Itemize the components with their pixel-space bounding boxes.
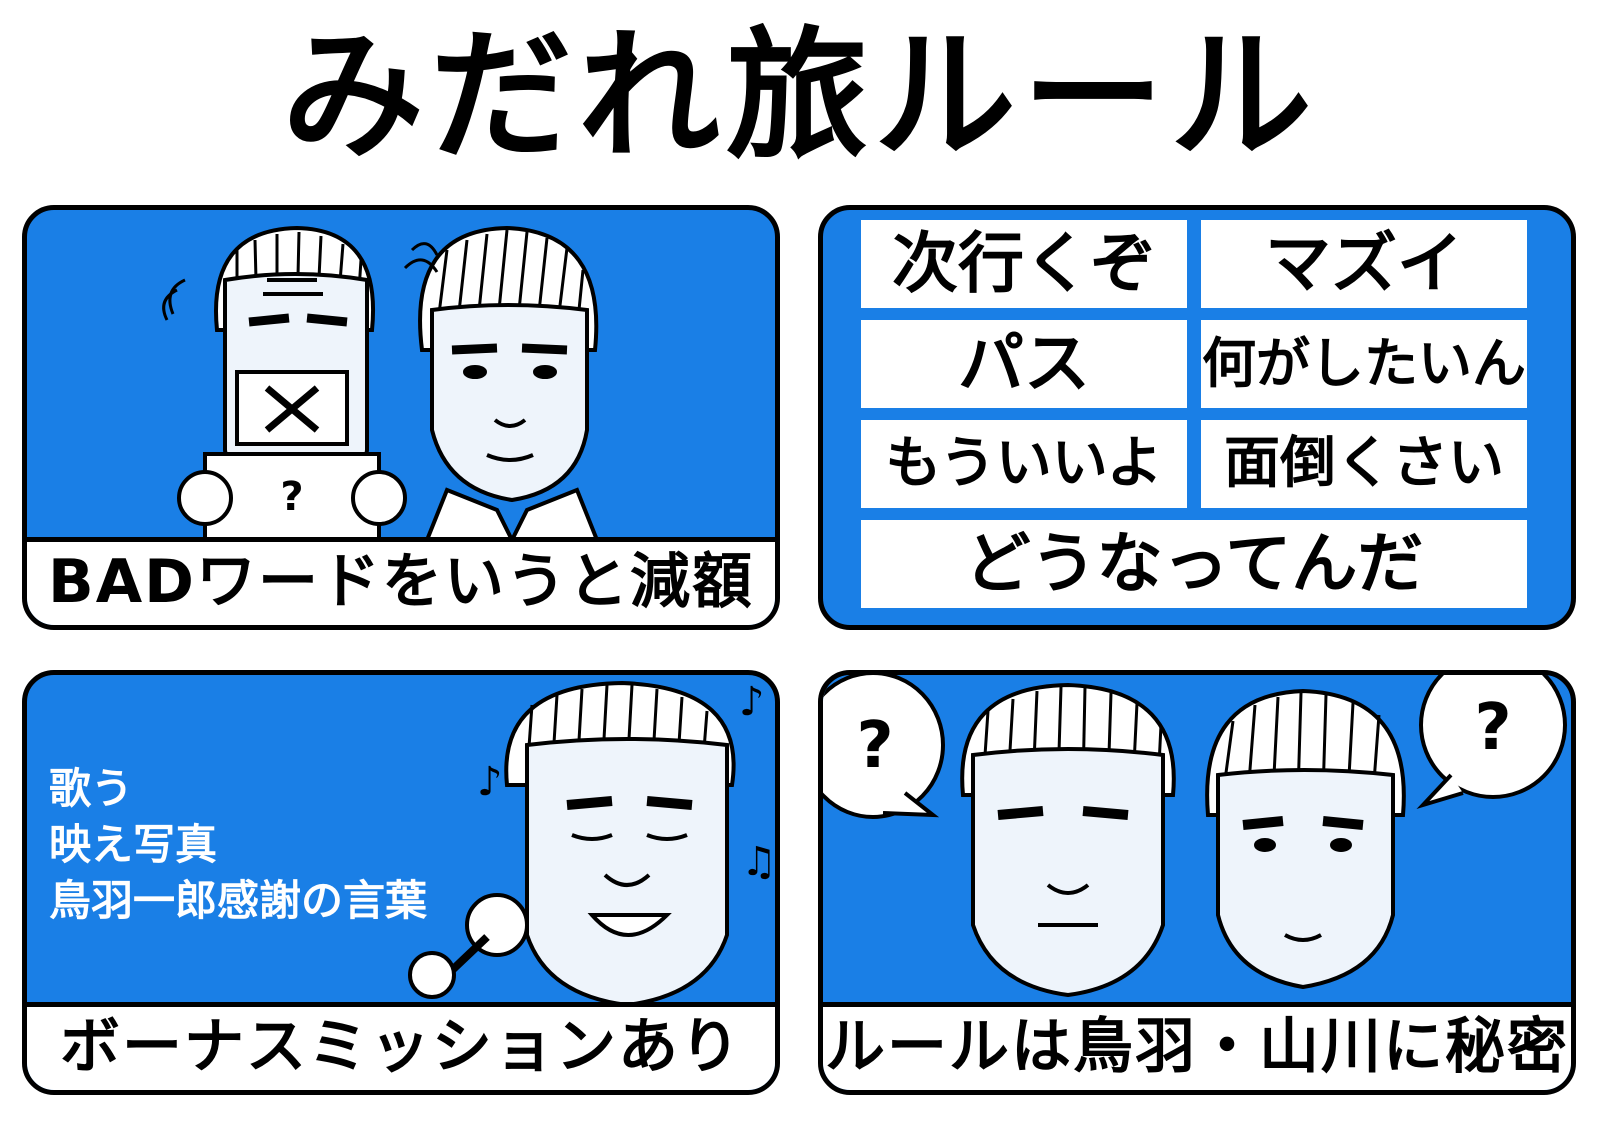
bonus-item: 鳥羽一郎感謝の言葉: [49, 876, 428, 925]
word-cell: どうなってんだ: [861, 520, 1527, 608]
panel-secret-rules: ? ? ルールは鳥羽・山川に秘密: [818, 670, 1576, 1095]
illustration-two-men-gagged: ?: [162, 225, 600, 540]
illustration-singing-man: ♪ ♪ ♫: [408, 679, 775, 1005]
bonus-item: 映え写真: [49, 820, 218, 869]
word-cell: 何がしたいんだ: [1201, 320, 1527, 483]
word-cell: マズイ: [1201, 220, 1527, 308]
bonus-list: 歌う 映え写真 鳥羽一郎感謝の言葉: [49, 761, 427, 929]
panel-bonus-mission: 歌う 映え写真 鳥羽一郎感謝の言葉 ♪ ♪ ♫ ボーナスミッションあり: [22, 670, 780, 1095]
worried-man: [403, 225, 600, 540]
music-note-icon: ♫: [741, 839, 775, 885]
caption-bonus-mission: ボーナスミッションあり: [27, 1002, 775, 1090]
caption-bad-words: BADワードをいうと減額: [27, 537, 775, 625]
music-note-icon: ♪: [739, 679, 765, 725]
music-note-icon: ♪: [477, 759, 503, 805]
sign-question-mark: ?: [280, 474, 303, 520]
question-mark-right: ?: [1474, 691, 1511, 765]
panel-word-list: 次行くぞ マズイ パス 何がしたいんだ もういいよ 面倒くさい どうなってんだ: [818, 205, 1576, 630]
page-title: みだれ旅ルール: [282, 14, 1318, 179]
bonus-item: 歌う: [49, 764, 134, 813]
word-cell: もういいよ: [861, 420, 1187, 508]
word-cell: 面倒くさい: [1201, 420, 1527, 508]
question-mark-left: ?: [856, 709, 893, 783]
word-cell: 次行くぞ: [861, 220, 1187, 308]
caption-secret-rules: ルールは鳥羽・山川に秘密: [823, 1002, 1571, 1090]
word-cell: パス: [861, 320, 1187, 408]
panel-bad-words: ? BADワードをいうと減額: [22, 205, 780, 630]
illustration-two-men-confused: ? ?: [823, 675, 1567, 998]
gagged-man: ?: [162, 225, 407, 540]
